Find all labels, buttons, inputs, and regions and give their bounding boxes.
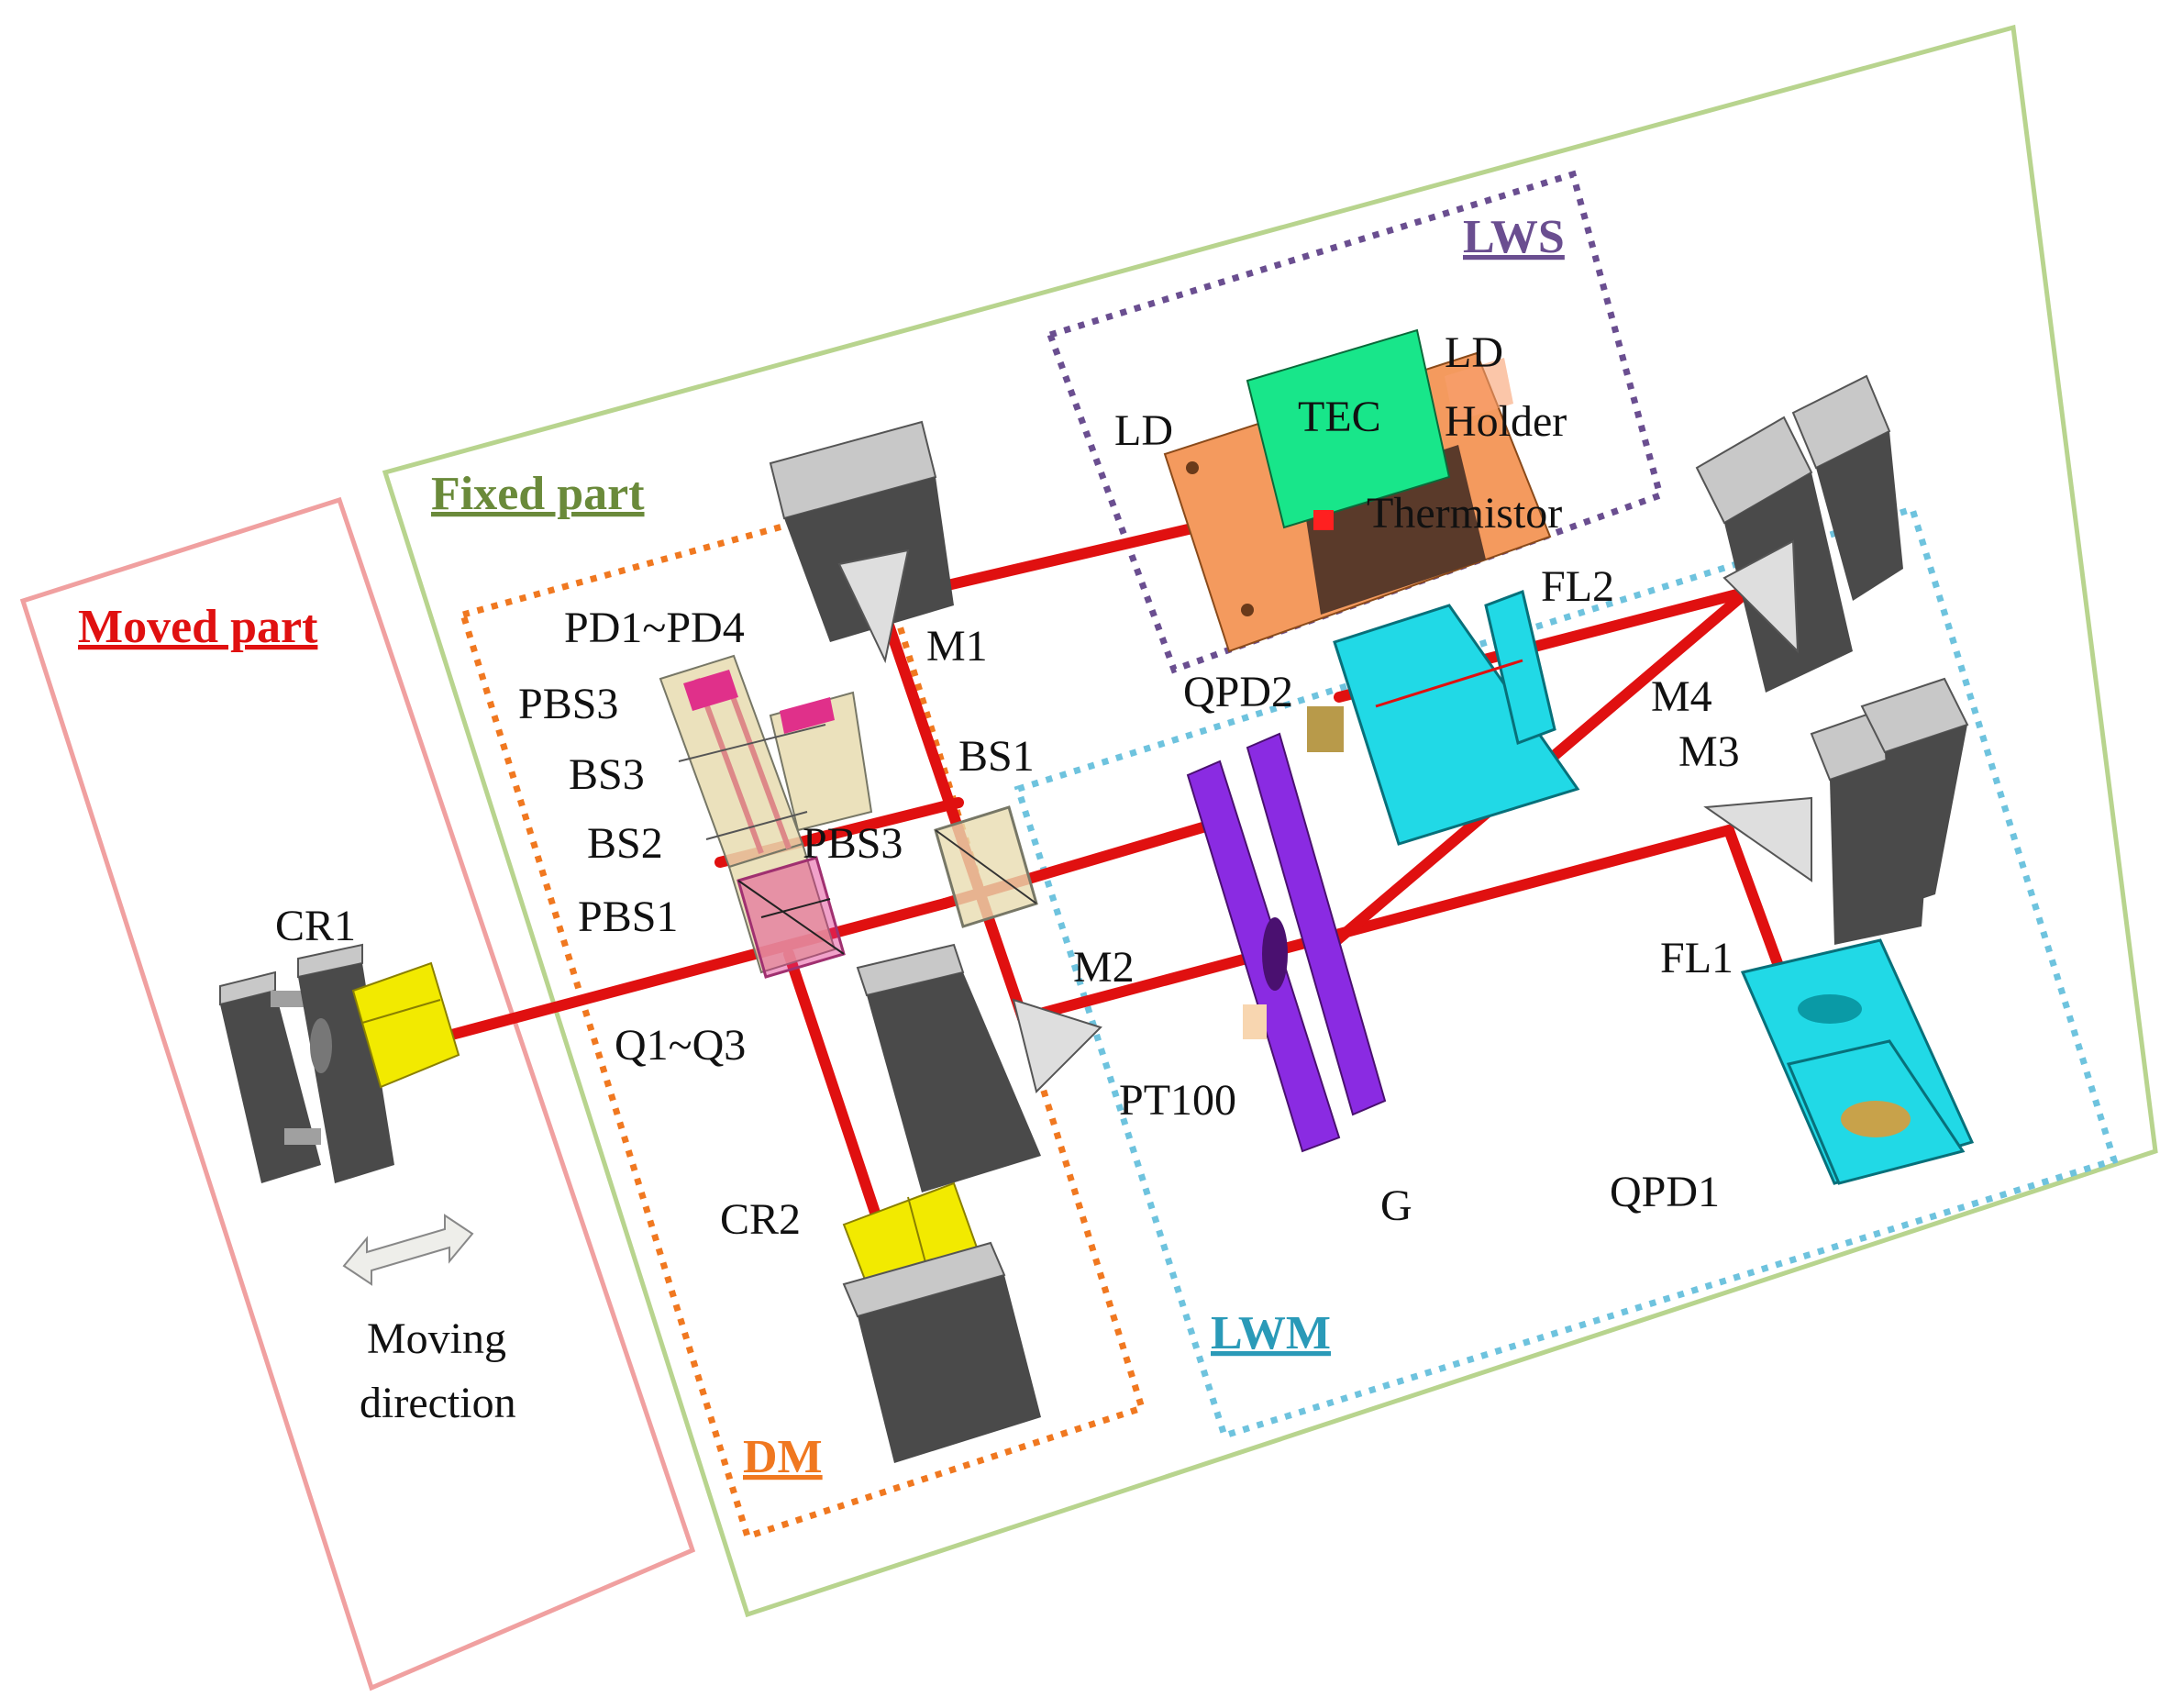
tec-block	[1246, 328, 1451, 529]
interferometer-block	[659, 654, 873, 979]
label-pd1-pd4: PD1~PD4	[564, 604, 745, 652]
m3-mount	[1703, 677, 1969, 945]
label-tec: TEC	[1298, 393, 1381, 441]
qpd1-fl1-holder	[1740, 938, 1975, 1185]
label-pt100: PT100	[1119, 1076, 1236, 1125]
cr1-retroreflector	[351, 961, 460, 1089]
label-pbs3-mid: PBS3	[803, 819, 903, 868]
label-thermistor: Thermistor	[1367, 489, 1562, 538]
label-ld-holder-line1: LD	[1445, 328, 1503, 377]
label-ld-holder-line2: Holder	[1445, 397, 1567, 446]
m4-mount	[1695, 374, 1903, 693]
bs1-pbs3-cube	[934, 805, 1038, 928]
label-moving-line2: direction	[360, 1379, 516, 1427]
label-bs3: BS3	[569, 750, 645, 799]
qpd2-fl2-holder	[1307, 589, 1580, 846]
m1-mount	[769, 420, 954, 664]
label-fl1: FL1	[1660, 934, 1733, 982]
label-m1: M1	[926, 622, 988, 671]
label-moving-line1: Moving	[367, 1314, 506, 1363]
grating-g	[1186, 732, 1387, 1153]
dm-header: DM	[743, 1431, 823, 1483]
lws-header: LWS	[1463, 211, 1565, 263]
label-m3: M3	[1678, 727, 1740, 776]
label-m2: M2	[1073, 943, 1135, 992]
label-qpd2: QPD2	[1183, 668, 1293, 716]
cr2-assembly	[842, 1181, 1041, 1463]
label-pbs1: PBS1	[578, 893, 678, 941]
moving-direction-arrow	[342, 1214, 474, 1286]
label-q1-q3: Q1~Q3	[615, 1021, 746, 1070]
laser-source-assembly	[1163, 328, 1552, 653]
moved-part-header: Moved part	[78, 601, 318, 653]
lws-frame	[1046, 170, 1665, 674]
label-ld: LD	[1114, 406, 1173, 455]
label-qpd1: QPD1	[1610, 1168, 1720, 1216]
label-g: G	[1380, 1181, 1412, 1230]
qpd1-sensor	[1841, 1101, 1911, 1137]
m2-mount	[856, 943, 1102, 1192]
label-pbs3-top: PBS3	[518, 680, 618, 728]
thermistor-chip	[1313, 510, 1334, 530]
lwm-header: LWM	[1211, 1307, 1331, 1359]
label-fl2: FL2	[1541, 562, 1614, 611]
label-m4: M4	[1651, 672, 1712, 721]
fixed-part-header: Fixed part	[431, 468, 645, 520]
label-bs1: BS1	[958, 732, 1035, 781]
cr1-assembly	[219, 943, 460, 1183]
lwm-frame	[1014, 505, 2119, 1440]
label-cr2: CR2	[720, 1195, 801, 1244]
label-cr1: CR1	[275, 902, 356, 950]
pt100-sensor	[1243, 1004, 1267, 1039]
moved-part-frame	[19, 496, 696, 1691]
pd1-pd4-detector	[683, 670, 738, 711]
fixed-part-frame	[382, 24, 2158, 1618]
label-bs2: BS2	[587, 819, 663, 868]
